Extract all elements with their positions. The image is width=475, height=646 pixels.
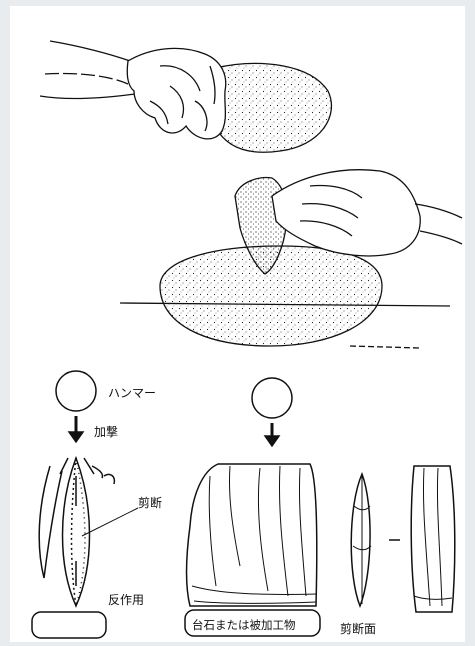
shear-face-block <box>411 466 455 612</box>
shear-face-label: 剪断面 <box>340 620 376 637</box>
hammer-circle-2 <box>252 378 292 418</box>
anvil-box-left <box>32 612 106 638</box>
hand-hammerstone-drawing <box>40 41 331 152</box>
shear-face-drawings <box>351 466 455 612</box>
flake-section <box>351 474 370 606</box>
figure-sheet: ハンマー 加撃 剪断 反作用 台石または被加工物 剪断面 <box>10 6 465 642</box>
core-schematic <box>185 378 320 636</box>
shear-label: 剪断 <box>138 494 162 511</box>
hammer-circle <box>56 371 96 411</box>
anvil-label: 台石または被加工物 <box>192 617 296 633</box>
strike-label: 加撃 <box>94 423 118 440</box>
anvil-drawing <box>120 170 462 348</box>
hammer-label: ハンマー <box>108 384 156 401</box>
core-block <box>187 464 317 606</box>
illustration <box>10 6 465 642</box>
reaction-label: 反作用 <box>108 591 144 608</box>
